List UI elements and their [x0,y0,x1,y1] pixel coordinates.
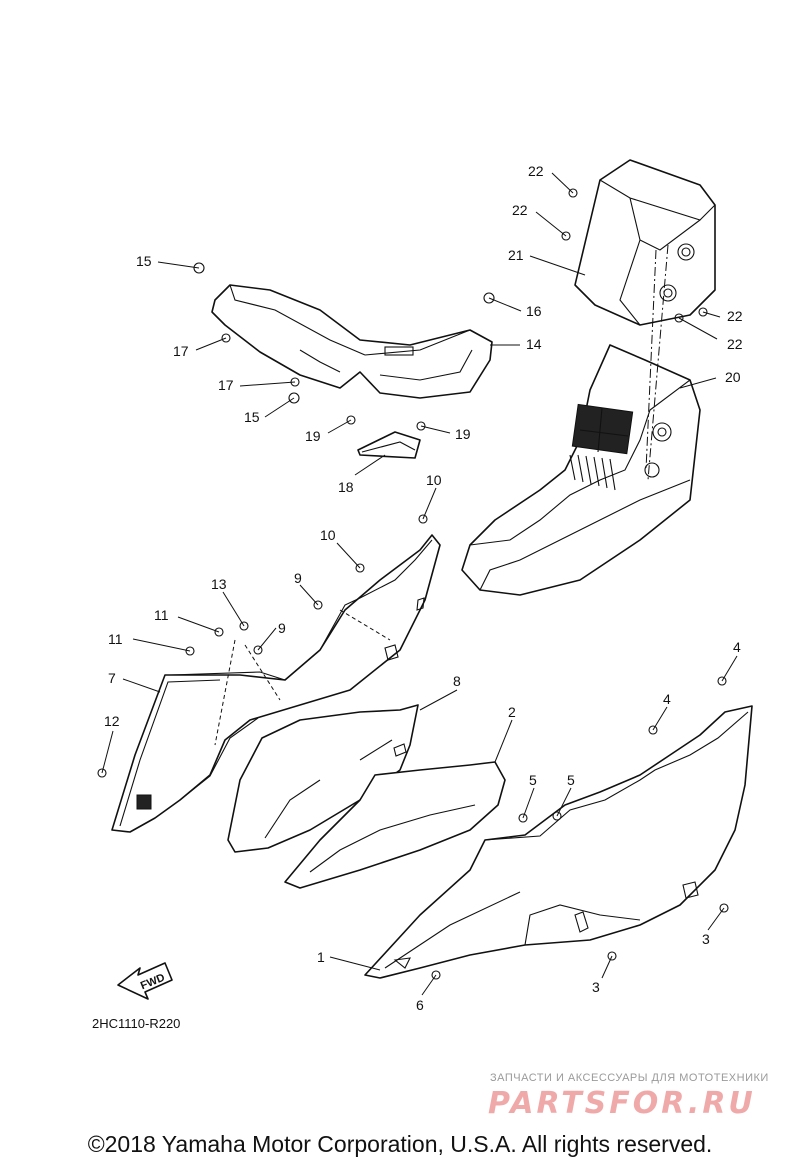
screw-3b [607,951,617,961]
callout-11: 11 [154,607,169,623]
part-20-seat-base [461,344,701,596]
clip-5b [552,811,562,821]
callout-8: 8 [453,673,461,689]
callout-7: 7 [108,670,116,686]
callout-21: 21 [508,247,524,263]
part-2-lower-panel [284,761,506,889]
screw-4b [648,725,658,735]
part-14-grab-bar [211,284,493,399]
callout-22: 22 [528,163,544,179]
clip-5a [518,813,528,823]
callout-17: 17 [173,343,189,359]
callout-3: 3 [702,931,710,947]
part-21-upper-cover [574,159,716,326]
callout-12: 12 [104,713,120,729]
callout-16: 16 [526,303,542,319]
callout-13: 13 [211,576,227,592]
screw-22d [674,313,684,323]
part-7-inner-panel [111,534,441,833]
callout-6: 6 [416,997,424,1013]
screw-9b [253,645,263,655]
callout-14: 14 [526,336,542,352]
part-1-side-cover [364,705,753,979]
fasteners [97,188,729,980]
callout-20: 20 [725,369,741,385]
nut-17a [221,333,231,343]
callout-3: 3 [592,979,600,995]
screw-22c [698,307,708,317]
part-8-middle-panel [227,704,419,853]
callout-15: 15 [136,253,152,269]
screw-10a [418,514,428,524]
callout-15: 15 [244,409,260,425]
diagram-code: 2HC1110-R220 [92,1016,181,1031]
callout-4: 4 [733,639,741,655]
fwd-arrow-icon: FWD [117,962,173,1000]
part-18-bracket [357,431,421,459]
screw-4a [717,676,727,686]
callout-17: 17 [218,377,234,393]
callout-4: 4 [663,691,671,707]
callout-numbers: 22 22 21 22 22 15 16 14 17 17 15 20 19 1… [104,163,743,1013]
screw-22b [561,231,571,241]
callout-18: 18 [338,479,354,495]
bolt-15b [288,392,300,404]
screw-12 [97,768,107,778]
callout-10: 10 [320,527,336,543]
callout-22: 22 [512,202,528,218]
screw-22a [568,188,578,198]
callout-5: 5 [567,772,575,788]
screw-3a [719,903,729,913]
screw-11b [185,646,195,656]
callout-5: 5 [529,772,537,788]
callout-11: 11 [108,631,123,647]
callout-2: 2 [508,704,516,720]
callout-19: 19 [305,428,321,444]
callout-1: 1 [317,949,325,965]
callout-9: 9 [278,620,286,636]
screw-19b [416,421,426,431]
screw-9a [313,600,323,610]
screw-13 [239,621,249,631]
callout-10: 10 [426,472,442,488]
callout-19: 19 [455,426,471,442]
callout-22: 22 [727,308,743,324]
bolt-15a [193,262,205,274]
clip-16 [483,292,495,304]
callout-9: 9 [294,570,302,586]
copyright-text: ©2018 Yamaha Motor Corporation, U.S.A. A… [87,1131,713,1157]
callout-22: 22 [727,336,743,352]
screw-10b [355,563,365,573]
screw-11a [214,627,224,637]
watermark-logo: PARTSFOR.RU [488,1086,756,1121]
leader-lines [101,172,738,996]
watermark-tagline: ЗАПЧАСТИ И АКСЕССУАРЫ ДЛЯ МОТОТЕХНИКИ [490,1072,769,1084]
screw-6 [431,970,441,980]
screw-19a [346,415,356,425]
